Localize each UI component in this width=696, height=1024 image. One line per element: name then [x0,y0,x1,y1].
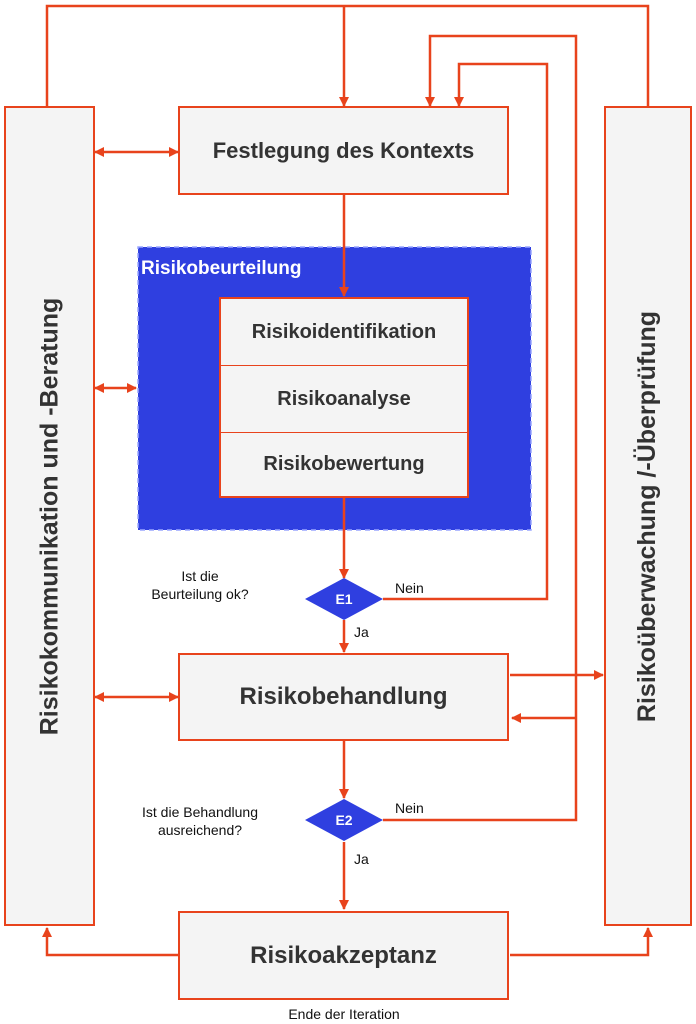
end-of-iteration-label: Ende der Iteration [288,1006,400,1022]
decision-e2-diamond [305,799,383,841]
treatment-box: Risikobehandlung [178,653,509,741]
communication-label: Risikokommunikation und -Beratung [35,297,63,735]
top-loop-line [45,4,650,106]
decision-e2-question: Ist die Behandlung ausreichend? [120,803,280,839]
assessment-title: Risikobeurteilung [141,258,302,279]
decision-e2-no-label: Nein [395,800,424,816]
step-identification: Risikoidentifikation [221,299,467,366]
decision-e1-label: E1 [335,591,353,607]
acceptance-box: Risikoakzeptanz [178,911,509,1000]
acceptance-to-comm-arrow [42,927,178,957]
acceptance-to-monitoring-arrow [510,927,653,957]
context-box: Festlegung des Kontexts [178,106,509,195]
monitoring-label: Risikoüberwachung /-Überprüfung [633,310,662,722]
e1-nein-loop-arrow [383,62,549,601]
decision-e1-yes-label: Ja [354,624,369,640]
assessment-steps-box: Risikoidentifikation Risikoanalyse Risik… [219,297,469,498]
step-analysis: Risikoanalyse [221,366,467,433]
decision-e1-diamond [305,578,383,620]
decision-e1-question-line1: Ist die [181,568,219,584]
e2-nein-loop-arrow [383,34,578,822]
decision-e1-question-line2: Beurteilung ok? [151,586,249,602]
step-evaluation: Risikobewertung [263,453,425,475]
decision-e1-no-label: Nein [395,580,424,596]
decision-e2-question-line1: Ist die Behandlung [142,804,258,820]
context-label: Festlegung des Kontexts [212,137,475,163]
decision-e2-label: E2 [335,812,353,828]
decision-e2-yes-label: Ja [354,851,369,867]
monitoring-bar: Risikoüberwachung /-Überprüfung [604,106,692,926]
treatment-label: Risikobehandlung [239,683,448,710]
decision-e2-question-line2: ausreichend? [157,822,243,838]
communication-bar: Risikokommunikation und -Beratung [4,106,95,926]
decision-e1-question: Ist die Beurteilung ok? [130,567,270,603]
acceptance-label: Risikoakzeptanz [250,941,437,969]
